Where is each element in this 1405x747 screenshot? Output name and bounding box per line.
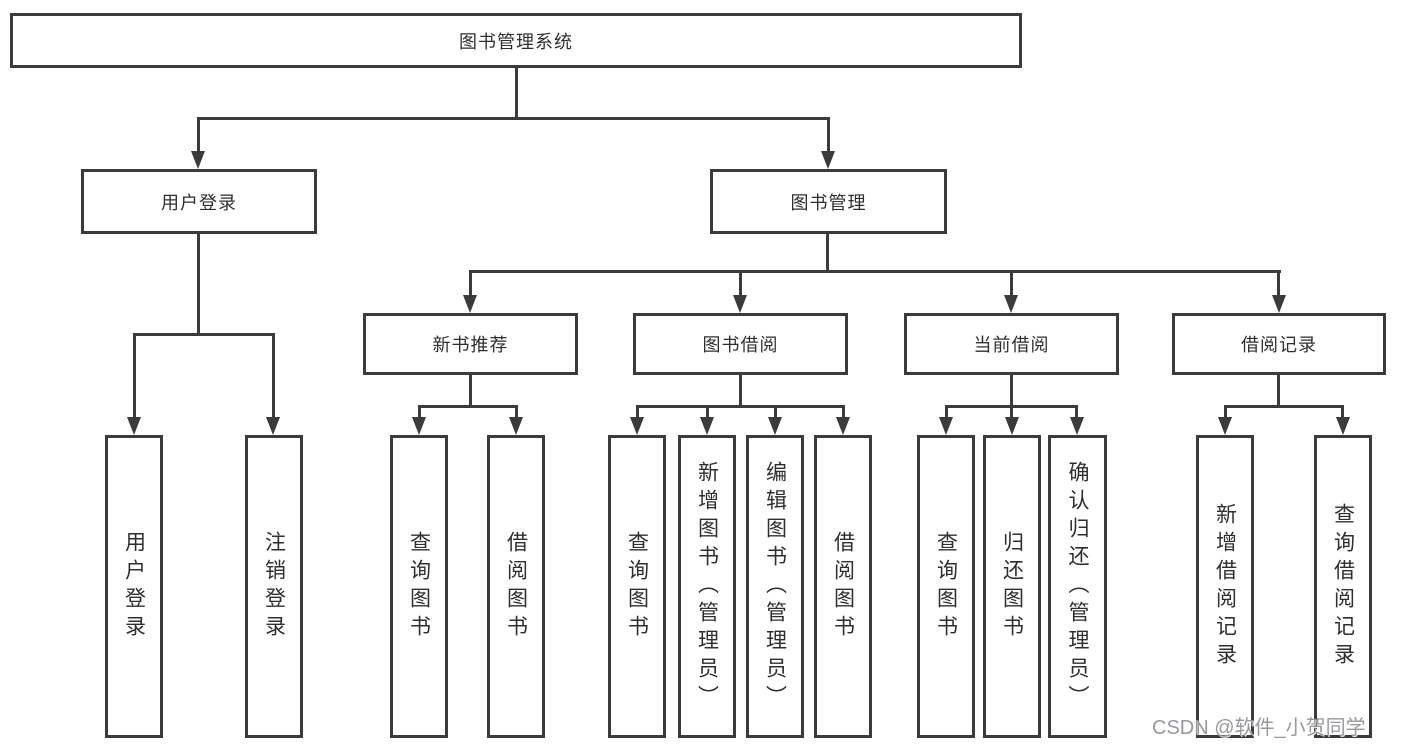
leaf-confirm-return-admin-label: 确认归还（管理员） xyxy=(1066,460,1089,713)
connector-line xyxy=(515,66,518,120)
node-borrowing-records-label: 借阅记录 xyxy=(1241,335,1317,355)
connector-arrow-down-icon xyxy=(1272,295,1286,313)
leaf-add-borrow-record: 新增借阅记录 xyxy=(1196,435,1254,738)
connector-line xyxy=(706,405,709,419)
connector-arrow-down-icon xyxy=(1218,417,1232,435)
connector-arrow-down-icon xyxy=(1070,417,1084,435)
leaf-borrow-books-recommend: 借阅图书 xyxy=(487,435,545,738)
connector-line xyxy=(197,117,830,120)
connector-arrow-down-icon xyxy=(836,417,850,435)
leaf-return-book: 归还图书 xyxy=(983,435,1041,738)
connector-line xyxy=(826,234,829,273)
connector-line xyxy=(739,270,742,298)
node-book-borrowing-label: 图书借阅 xyxy=(702,335,779,355)
connector-arrow-down-icon xyxy=(463,295,477,313)
leaf-borrow-books-borrowing: 借阅图书 xyxy=(814,435,872,738)
connector-line xyxy=(469,270,472,298)
connector-arrow-down-icon xyxy=(266,417,280,435)
connector-line xyxy=(133,333,136,419)
connector-arrow-down-icon xyxy=(127,417,141,435)
connector-line xyxy=(469,270,1281,273)
leaf-borrow-books-borrowing-label: 借阅图书 xyxy=(831,530,855,643)
leaf-logout-label: 注销登录 xyxy=(262,530,286,643)
leaf-edit-book-admin-label: 编辑图书（管理员） xyxy=(763,460,787,713)
connector-line xyxy=(636,405,639,419)
connector-arrow-down-icon xyxy=(768,417,782,435)
connector-line xyxy=(1277,375,1280,408)
node-current-borrowing: 当前借阅 xyxy=(904,313,1119,375)
connector-arrow-down-icon xyxy=(509,417,523,435)
connector-line xyxy=(739,375,742,408)
leaf-query-books-current-label: 查询图书 xyxy=(934,530,958,643)
connector-line xyxy=(1010,270,1013,298)
connector-line xyxy=(133,333,274,336)
node-current-borrowing-label: 当前借阅 xyxy=(973,335,1050,355)
connector-line xyxy=(418,405,421,419)
node-book-borrowing: 图书借阅 xyxy=(633,313,848,375)
leaf-query-books-borrowing-label: 查询图书 xyxy=(625,530,649,643)
leaf-user-login: 用户登录 xyxy=(105,435,163,738)
connector-line xyxy=(1277,270,1280,298)
connector-line xyxy=(272,333,275,419)
node-book-management-label: 图书管理 xyxy=(790,192,867,213)
leaf-query-books-borrowing: 查询图书 xyxy=(608,435,666,738)
leaf-query-books-current: 查询图书 xyxy=(917,435,975,738)
leaf-logout: 注销登录 xyxy=(245,435,303,738)
connector-line xyxy=(774,405,777,419)
node-new-book-recommend: 新书推荐 xyxy=(363,313,578,375)
leaf-edit-book-admin: 编辑图书（管理员） xyxy=(746,435,804,738)
connector-line xyxy=(842,405,845,419)
connector-arrow-down-icon xyxy=(1004,295,1018,313)
connector-line xyxy=(1010,375,1013,408)
leaf-confirm-return-admin: 确认归还（管理员） xyxy=(1048,435,1107,738)
leaf-add-book-admin: 新增图书（管理员） xyxy=(678,435,736,738)
connector-arrow-down-icon xyxy=(630,417,644,435)
connector-arrow-down-icon xyxy=(1005,417,1019,435)
node-new-book-recommend-label: 新书推荐 xyxy=(432,335,509,355)
leaf-return-book-label: 归还图书 xyxy=(1000,530,1024,643)
connector-line xyxy=(945,405,948,419)
leaf-query-borrow-record: 查询借阅记录 xyxy=(1314,435,1372,738)
connector-line xyxy=(197,234,200,335)
leaf-query-books-recommend-label: 查询图书 xyxy=(407,530,431,643)
connector-arrow-down-icon xyxy=(191,151,205,169)
leaf-add-book-admin-label: 新增图书（管理员） xyxy=(695,460,719,713)
connector-line xyxy=(1075,405,1078,419)
connector-line xyxy=(636,405,845,408)
connector-line xyxy=(827,117,830,153)
connector-arrow-down-icon xyxy=(733,295,747,313)
connector-arrow-down-icon xyxy=(821,151,835,169)
leaf-add-borrow-record-label: 新增借阅记录 xyxy=(1213,502,1237,671)
connector-arrow-down-icon xyxy=(939,417,953,435)
leaf-user-login-label: 用户登录 xyxy=(122,530,146,643)
connector-line xyxy=(1224,405,1227,419)
node-book-management: 图书管理 xyxy=(710,169,947,234)
connector-arrow-down-icon xyxy=(700,417,714,435)
connector-line xyxy=(197,117,200,153)
connector-arrow-down-icon xyxy=(412,417,426,435)
leaf-query-borrow-record-label: 查询借阅记录 xyxy=(1331,502,1355,671)
leaf-borrow-books-recommend-label: 借阅图书 xyxy=(504,530,528,643)
node-user-login-label: 用户登录 xyxy=(161,192,237,213)
connector-line xyxy=(515,405,518,419)
node-borrowing-records: 借阅记录 xyxy=(1172,313,1386,375)
connector-line xyxy=(418,405,518,408)
connector-arrow-down-icon xyxy=(1336,417,1350,435)
node-root: 图书管理系统 xyxy=(10,13,1022,68)
connector-line xyxy=(1224,405,1344,408)
leaf-query-books-recommend: 查询图书 xyxy=(390,435,448,738)
connector-line xyxy=(469,375,472,408)
connector-line xyxy=(1341,405,1344,419)
connector-line xyxy=(1010,405,1013,419)
node-root-label: 图书管理系统 xyxy=(459,31,573,52)
node-user-login: 用户登录 xyxy=(81,169,317,234)
